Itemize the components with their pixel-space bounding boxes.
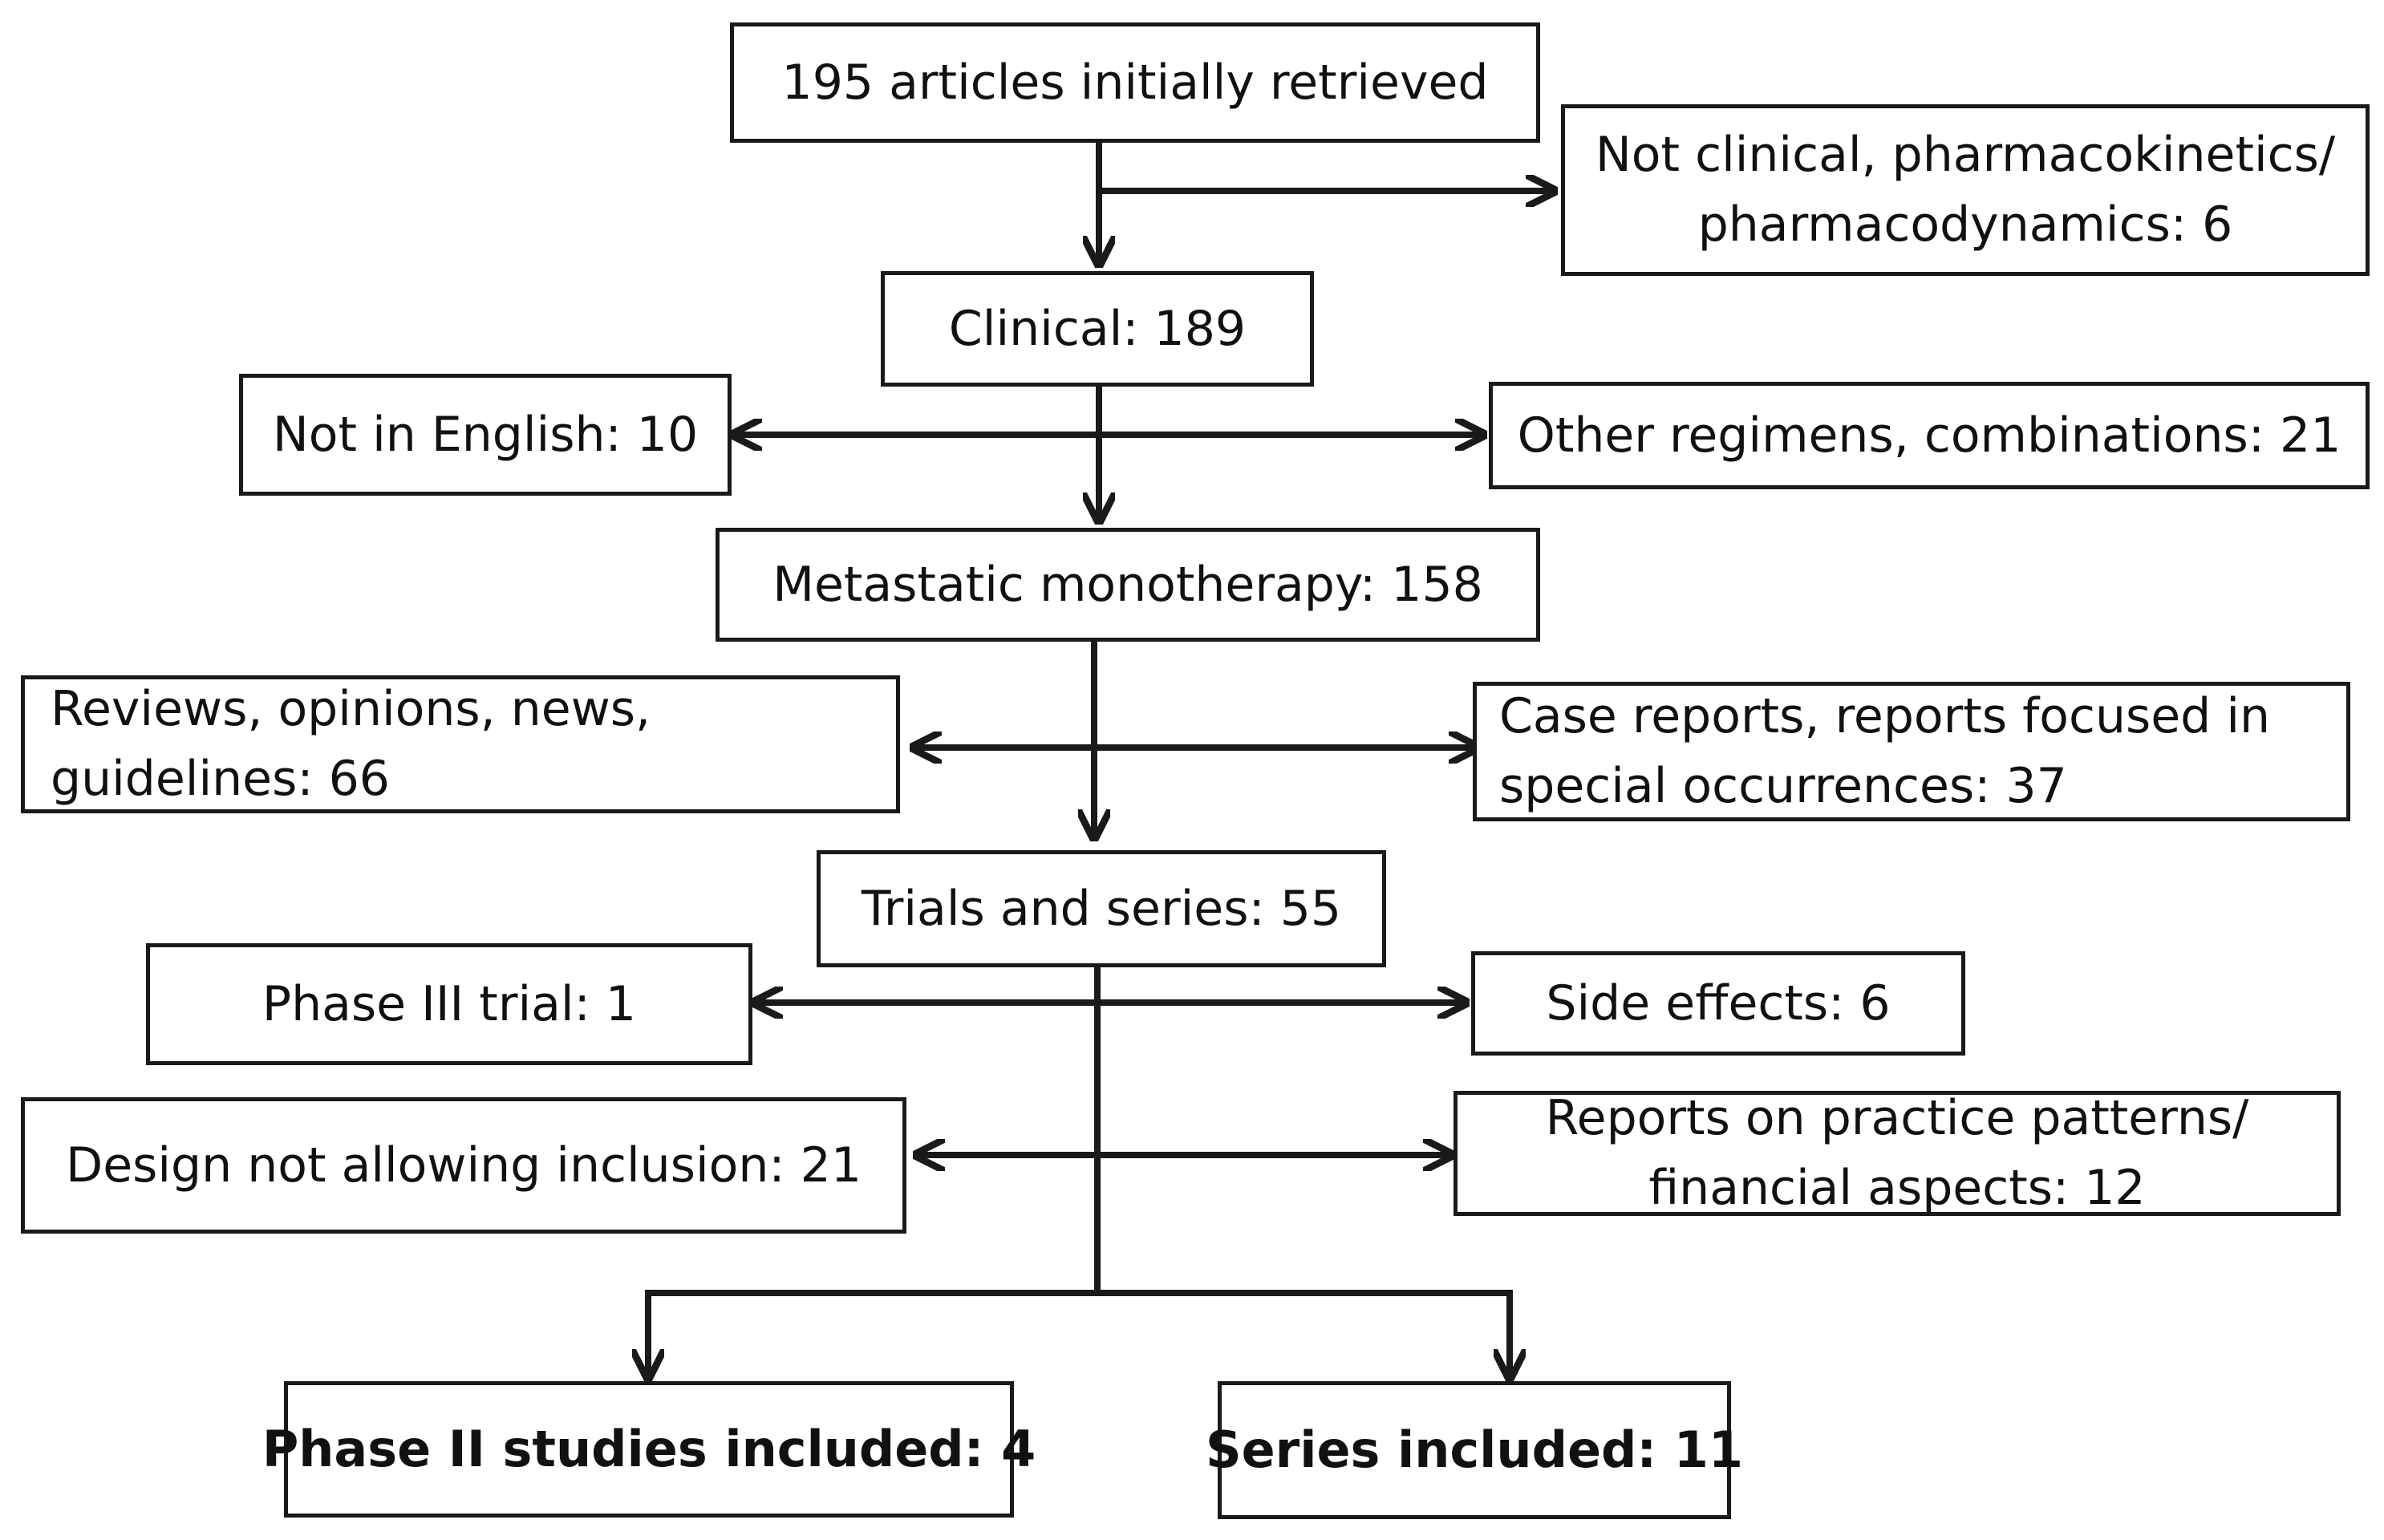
side-effects-box: Side effects: 6 [1471,951,1965,1056]
side-effects-label: Side effects: 6 [1546,975,1891,1031]
practice-line-1: Reports on practice patterns/ [1545,1090,2249,1146]
series-included-label: Series included: 11 [1205,1420,1744,1480]
practice-line-2: financial aspects: 12 [1648,1160,2146,1216]
metastatic-box: Metastatic monotherapy: 158 [716,528,1540,642]
reviews-line-2: guidelines: 66 [51,751,390,807]
reviews-box: Reviews, opinions, news, guidelines: 66 [21,675,900,813]
trials-series-box: Trials and series: 55 [817,850,1386,967]
design-box: Design not allowing inclusion: 21 [21,1097,906,1234]
reviews-line-1: Reviews, opinions, news, [51,681,651,737]
start-label: 195 articles initially retrieved [781,54,1489,111]
other-regimens-label: Other regimens, combinations: 21 [1517,407,2341,464]
phase3-label: Phase III trial: 1 [262,975,637,1032]
not-english-label: Not in English: 10 [272,406,699,463]
phase3-box: Phase III trial: 1 [146,943,752,1065]
phase2-included-box: Phase II studies included: 4 [262,1381,1036,1518]
metastatic-label: Metastatic monotherapy: 158 [772,556,1483,613]
case-reports-line-1: Case reports, reports focused in [1499,688,2271,744]
trials-series-label: Trials and series: 55 [861,880,1342,937]
phase2-included-label: Phase II studies included: 4 [262,1420,1036,1479]
case-reports-box: Case reports, reports focused in special… [1473,682,2350,821]
design-label: Design not allowing inclusion: 21 [66,1137,862,1194]
connector-split [645,1290,1513,1381]
series-included-box: Series included: 11 [1206,1381,1743,1519]
other-regimens-box: Other regimens, combinations: 21 [1489,382,2370,489]
not-english-box: Not in English: 10 [239,374,732,496]
practice-box: Reports on practice patterns/ financial … [1454,1090,2341,1216]
not-clinical-line-1: Not clinical, pharmacokinetics/ [1595,127,2336,183]
start-box: 195 articles initially retrieved [730,22,1540,143]
not-clinical-line-2: pharmacodynamics: 6 [1697,197,2233,253]
clinical-label: Clinical: 189 [948,300,1247,357]
clinical-box: Clinical: 189 [881,271,1314,387]
not-clinical-box: Not clinical, pharmacokinetics/ pharmaco… [1561,104,2370,276]
case-reports-line-2: special occurrences: 37 [1499,758,2067,814]
